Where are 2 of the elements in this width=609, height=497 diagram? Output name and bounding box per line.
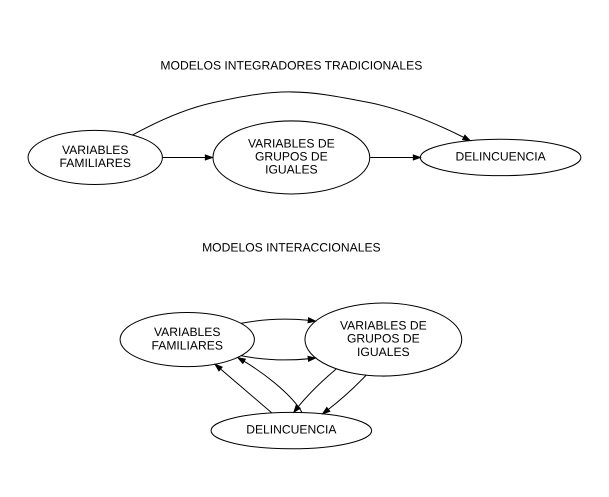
label: MODELOS INTERACCIONALES xyxy=(202,240,381,255)
label: MODELOS INTEGRADORES TRADICIONALES xyxy=(160,58,422,73)
